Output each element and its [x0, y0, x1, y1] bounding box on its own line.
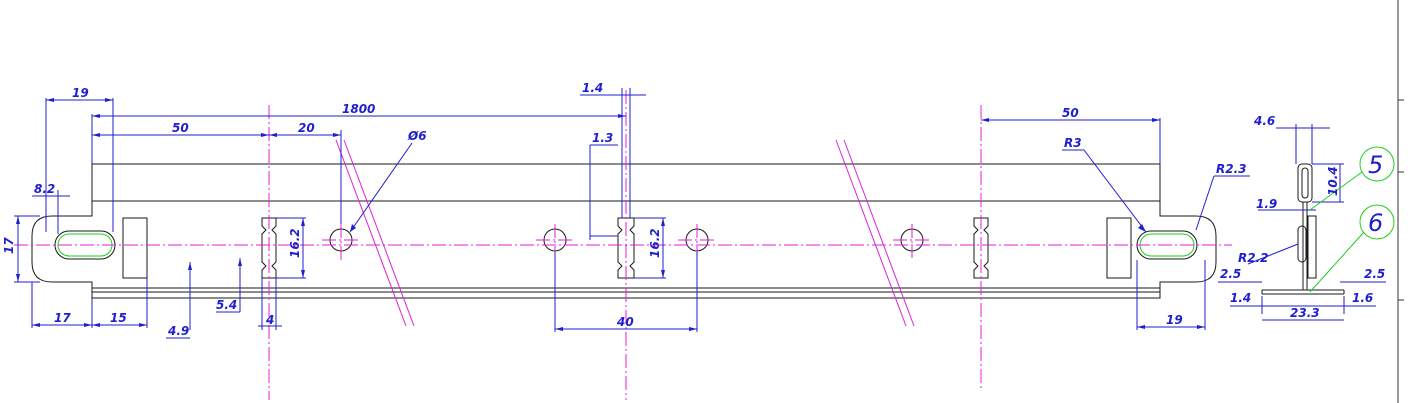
- dim-10-4: 10.4: [1326, 166, 1340, 196]
- dim-1800: 1800: [342, 102, 375, 116]
- dim-1-4-top: 1.4: [582, 81, 603, 95]
- break-lines: [335, 139, 915, 327]
- rect-cutouts: [122, 217, 1132, 279]
- dim-40: 40: [616, 315, 634, 329]
- dim-2-5-left: 2.5: [1220, 267, 1241, 281]
- dim-17-vert: 17: [2, 237, 16, 254]
- dim-23-3: 23.3: [1290, 306, 1320, 320]
- dim-15: 15: [110, 311, 127, 325]
- dim-19-right: 19: [1166, 313, 1183, 327]
- dim-4-6: 4.6: [1253, 114, 1275, 128]
- dim-1-9: 1.9: [1256, 197, 1277, 211]
- dim-hole-dia: Ø6: [407, 129, 427, 143]
- balloons: 5 6: [1309, 146, 1395, 293]
- dim-1-6: 1.6: [1352, 291, 1373, 305]
- dim-1-3: 1.3: [592, 131, 613, 145]
- dim-50-left: 50: [172, 121, 189, 135]
- dim-5-4: 5.4: [216, 298, 237, 312]
- dim-4-9: 4.9: [167, 324, 189, 338]
- center-lines: [14, 90, 1232, 400]
- dim-16-2-left: 16.2: [288, 228, 302, 258]
- dim-r2-3: R2.3: [1216, 162, 1247, 176]
- balloon-6: 6: [1368, 209, 1383, 237]
- dim-8-2: 8.2: [34, 182, 55, 196]
- dim-2-5-right: 2.5: [1364, 267, 1385, 281]
- dim-19-left: 19: [72, 86, 89, 100]
- dim-4: 4: [265, 313, 274, 327]
- frame-border: [1397, 0, 1404, 403]
- balloon-5: 5: [1368, 151, 1383, 179]
- dim-50-right: 50: [1062, 106, 1079, 120]
- dim-16-2-mid: 16.2: [648, 228, 662, 258]
- dim-r2-2: R2.2: [1238, 251, 1269, 265]
- dim-17-horiz: 17: [54, 311, 71, 325]
- dim-1-4-bottom: 1.4: [1230, 291, 1251, 305]
- notch-windows: [261, 217, 989, 279]
- dimension-lines: [14, 88, 1250, 339]
- dimension-texts: 19 1800 50 20 Ø6 1.4 1.3 50 R3 R2.3 8.2 …: [2, 81, 1385, 338]
- dim-20: 20: [298, 121, 315, 135]
- dimension-arrows: [16, 98, 1205, 331]
- dim-r3: R3: [1064, 136, 1082, 150]
- section-view: [1218, 124, 1386, 321]
